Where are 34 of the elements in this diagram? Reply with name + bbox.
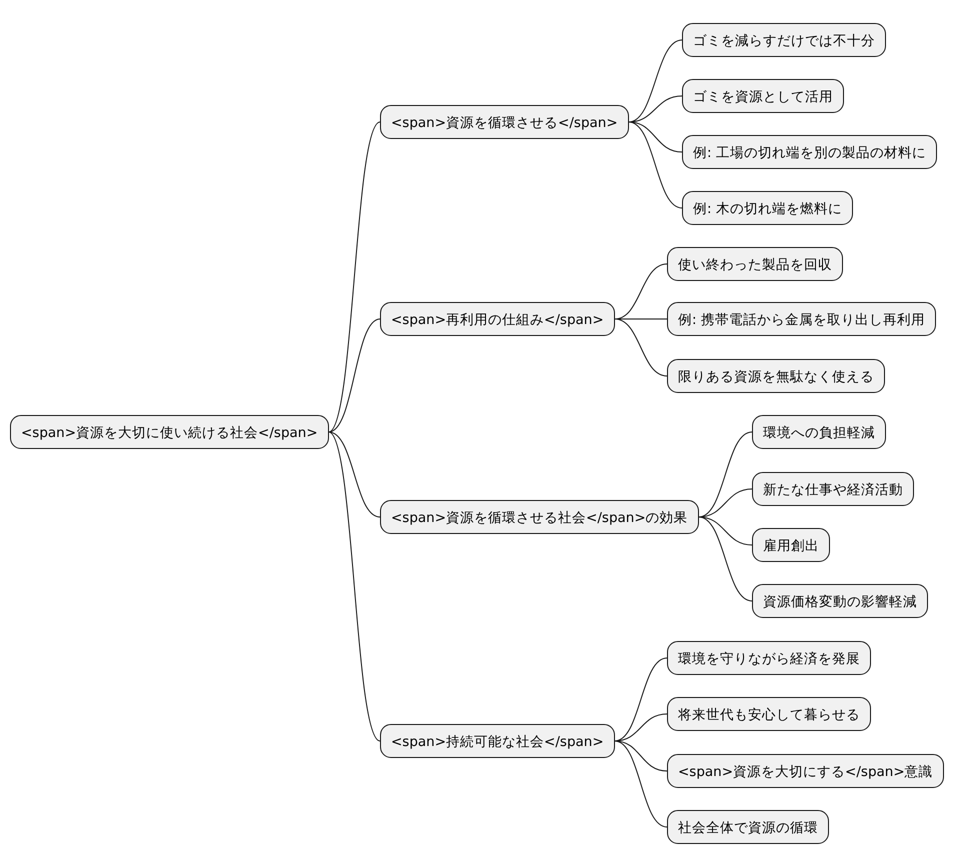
topic-box: 例: 携帯電話から金属を取り出し再利用 [667, 302, 936, 336]
topic-box: <span>資源を循環させる社会</span>の効果 [380, 500, 699, 534]
topic-box: 使い終わった製品を回収 [667, 247, 843, 281]
topic-box: 例: 木の切れ端を燃料に [682, 191, 853, 225]
topic-box: 新たな仕事や経済活動 [752, 472, 914, 506]
topic-box: 社会全体で資源の循環 [667, 810, 829, 844]
connector-line [328, 432, 380, 518]
connector-line [328, 318, 380, 432]
topic-box: <span>資源を大切にする</span>意識 [667, 754, 944, 788]
connector-line [698, 432, 752, 518]
topic-box: ゴミを資源として活用 [682, 79, 844, 113]
topic-box: 雇用創出 [752, 528, 830, 562]
topic-box: 資源価格変動の影響軽減 [752, 584, 928, 618]
topic-box: <span>持続可能な社会</span> [380, 724, 615, 758]
connector-line [628, 40, 682, 122]
connector-line [628, 122, 682, 208]
topic-box: <span>資源を大切に使い続ける社会</span> [10, 415, 329, 449]
connector-line [614, 318, 668, 376]
topic-box: 限りある資源を無駄なく使える [667, 359, 885, 393]
connector-line [614, 740, 668, 772]
topic-box: <span>資源を循環させる</span> [380, 105, 629, 139]
connector-line [328, 122, 380, 432]
connector-line [328, 432, 380, 742]
connector-line [628, 122, 682, 152]
connector-line [614, 740, 668, 828]
connector-line [614, 658, 668, 742]
connector-line [698, 516, 752, 602]
topic-box: 環境への負担軽減 [752, 415, 886, 449]
topic-box: 将来世代も安心して暮らせる [667, 697, 871, 731]
topic-box: 例: 工場の切れ端を別の製品の材料に [682, 135, 937, 169]
topic-box: ゴミを減らすだけでは不十分 [682, 23, 886, 57]
connector-line [698, 516, 752, 546]
topic-box: <span>再利用の仕組み</span> [380, 302, 615, 336]
topic-box: 環境を守りながら経済を発展 [667, 641, 871, 675]
